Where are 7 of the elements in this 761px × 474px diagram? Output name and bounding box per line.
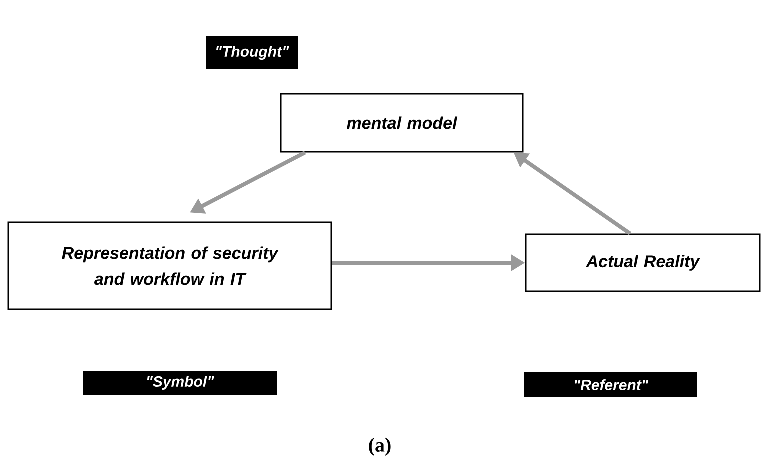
- label-tag: "Thought": [206, 36, 298, 70]
- concept-box: Actual Reality: [525, 234, 761, 292]
- concept-box: Representation of security and workflow in IT: [8, 222, 332, 310]
- label-tag: "Referent": [524, 372, 698, 398]
- caption: (a): [369, 438, 391, 456]
- label-tag: "Symbol": [83, 371, 277, 395]
- concept-box: mental model: [280, 93, 524, 153]
